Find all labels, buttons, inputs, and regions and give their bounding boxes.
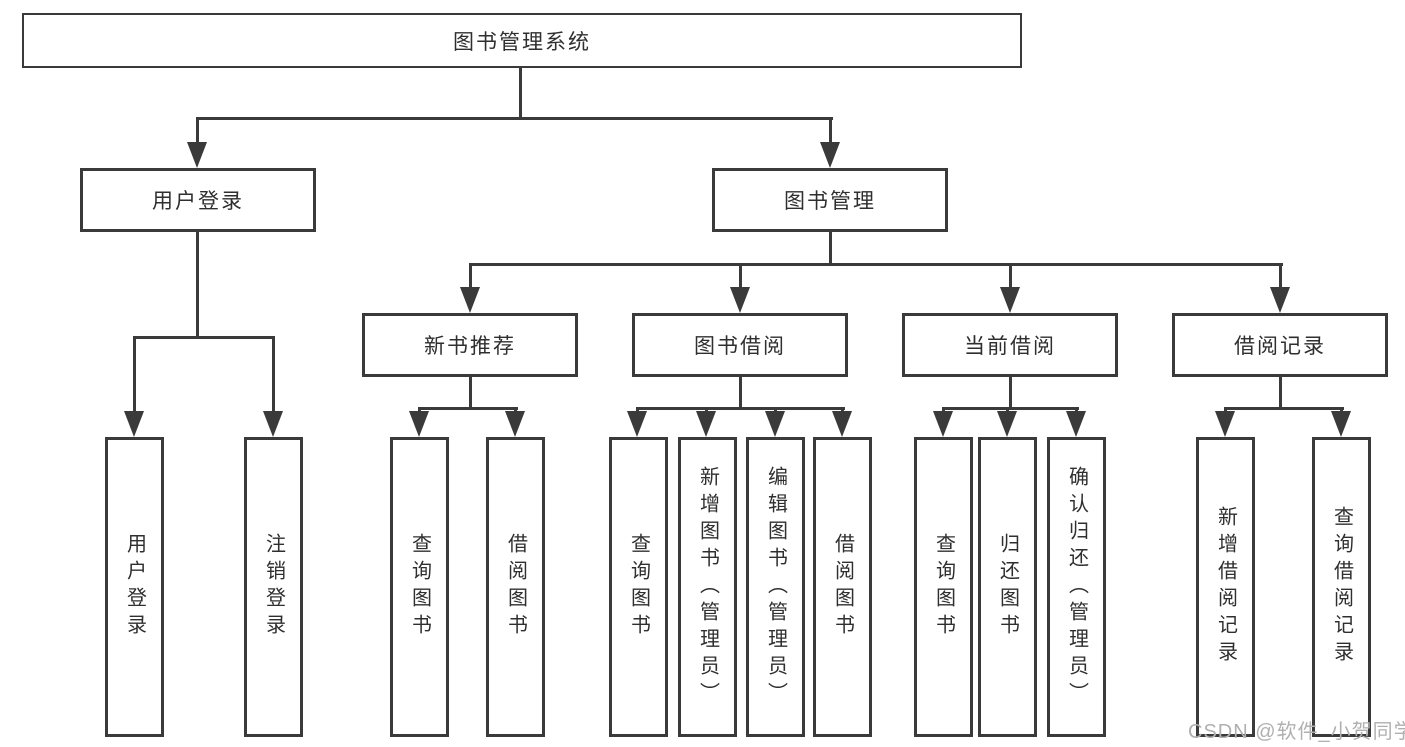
leaf-borrow-query: 查询图书: [609, 437, 668, 737]
leaf-logout-label: 注销登录: [262, 533, 285, 641]
node-current-borrow-label: 当前借阅: [964, 335, 1056, 358]
arrowhead-icon: [820, 142, 840, 168]
connector-line: [636, 407, 845, 410]
leaf-borrow-book: 借阅图书: [813, 437, 872, 737]
connector-line: [1224, 407, 1344, 410]
leaf-borrow-book-label: 借阅图书: [831, 533, 854, 641]
connector-line: [196, 232, 199, 336]
node-new-books: 新书推荐: [362, 313, 578, 377]
arrowhead-icon: [627, 411, 647, 437]
node-borrow-records-label: 借阅记录: [1234, 335, 1326, 358]
leaf-newbooks-query-label: 查询图书: [408, 533, 431, 641]
node-borrow-records: 借阅记录: [1172, 313, 1388, 377]
node-user-login: 用户登录: [80, 168, 316, 232]
node-new-books-label: 新书推荐: [424, 335, 516, 358]
node-current-borrow: 当前借阅: [902, 313, 1118, 377]
leaf-logout: 注销登录: [244, 437, 303, 737]
arrowhead-icon: [696, 411, 716, 437]
connector-line: [829, 232, 832, 263]
connector-line: [196, 117, 833, 120]
connector-line: [196, 119, 199, 145]
arrowhead-icon: [765, 411, 785, 437]
leaf-current-confirm: 确认归还（管理员）: [1047, 437, 1106, 737]
leaf-current-confirm-label: 确认归还（管理员）: [1065, 465, 1088, 709]
connector-line: [469, 377, 472, 407]
leaf-records-add: 新增借阅记录: [1196, 437, 1255, 737]
arrowhead-icon: [730, 287, 750, 313]
arrowhead-icon: [1331, 411, 1351, 437]
node-book-mgmt: 图书管理: [712, 168, 948, 232]
arrowhead-icon: [187, 142, 207, 168]
connector-line: [1279, 377, 1282, 407]
arrowhead-icon: [832, 411, 852, 437]
leaf-user-login-label: 用户登录: [123, 533, 146, 641]
node-book-borrow: 图书借阅: [632, 313, 848, 377]
leaf-current-return-label: 归还图书: [996, 533, 1019, 641]
leaf-current-return: 归还图书: [978, 437, 1037, 737]
connector-line: [418, 407, 518, 410]
arrowhead-icon: [505, 411, 525, 437]
connector-line: [272, 338, 275, 412]
leaf-borrow-edit-label: 编辑图书（管理员）: [764, 465, 787, 709]
connector-line: [1009, 265, 1012, 289]
arrowhead-icon: [1066, 411, 1086, 437]
connector-line: [739, 377, 742, 407]
node-root-label: 图书管理系统: [453, 30, 591, 54]
connector-line: [469, 263, 1283, 266]
arrowhead-icon: [997, 411, 1017, 437]
arrowhead-icon: [1000, 287, 1020, 313]
connector-line: [1009, 377, 1012, 407]
connector-line: [133, 336, 275, 339]
arrowhead-icon: [933, 411, 953, 437]
leaf-newbooks-borrow: 借阅图书: [486, 437, 545, 737]
leaf-newbooks-query: 查询图书: [390, 437, 449, 737]
watermark: CSDN @软件_小贺同学: [1188, 721, 1405, 743]
arrowhead-icon: [460, 287, 480, 313]
connector-line: [1279, 265, 1282, 289]
leaf-borrow-add: 新增图书（管理员）: [678, 437, 737, 737]
leaf-records-query-label: 查询借阅记录: [1330, 506, 1353, 668]
node-book-mgmt-label: 图书管理: [784, 190, 876, 213]
arrowhead-icon: [1215, 411, 1235, 437]
leaf-records-add-label: 新增借阅记录: [1214, 506, 1237, 668]
leaf-borrow-add-label: 新增图书（管理员）: [696, 465, 719, 709]
node-root: 图书管理系统: [22, 13, 1022, 68]
arrowhead-icon: [124, 411, 144, 437]
node-book-borrow-label: 图书借阅: [694, 335, 786, 358]
leaf-current-query: 查询图书: [914, 437, 973, 737]
connector-line: [829, 119, 832, 145]
node-user-login-label: 用户登录: [152, 190, 244, 213]
arrowhead-icon: [409, 411, 429, 437]
leaf-user-login: 用户登录: [105, 437, 164, 737]
connector-line: [133, 338, 136, 412]
leaf-current-query-label: 查询图书: [932, 533, 955, 641]
connector-line: [519, 68, 522, 117]
arrowhead-icon: [1270, 287, 1290, 313]
arrowhead-icon: [263, 411, 283, 437]
connector-line: [469, 265, 472, 289]
leaf-borrow-query-label: 查询图书: [627, 533, 650, 641]
leaf-records-query: 查询借阅记录: [1312, 437, 1371, 737]
connector-line: [942, 407, 1079, 410]
connector-line: [739, 265, 742, 289]
leaf-newbooks-borrow-label: 借阅图书: [504, 533, 527, 641]
leaf-borrow-edit: 编辑图书（管理员）: [746, 437, 805, 737]
